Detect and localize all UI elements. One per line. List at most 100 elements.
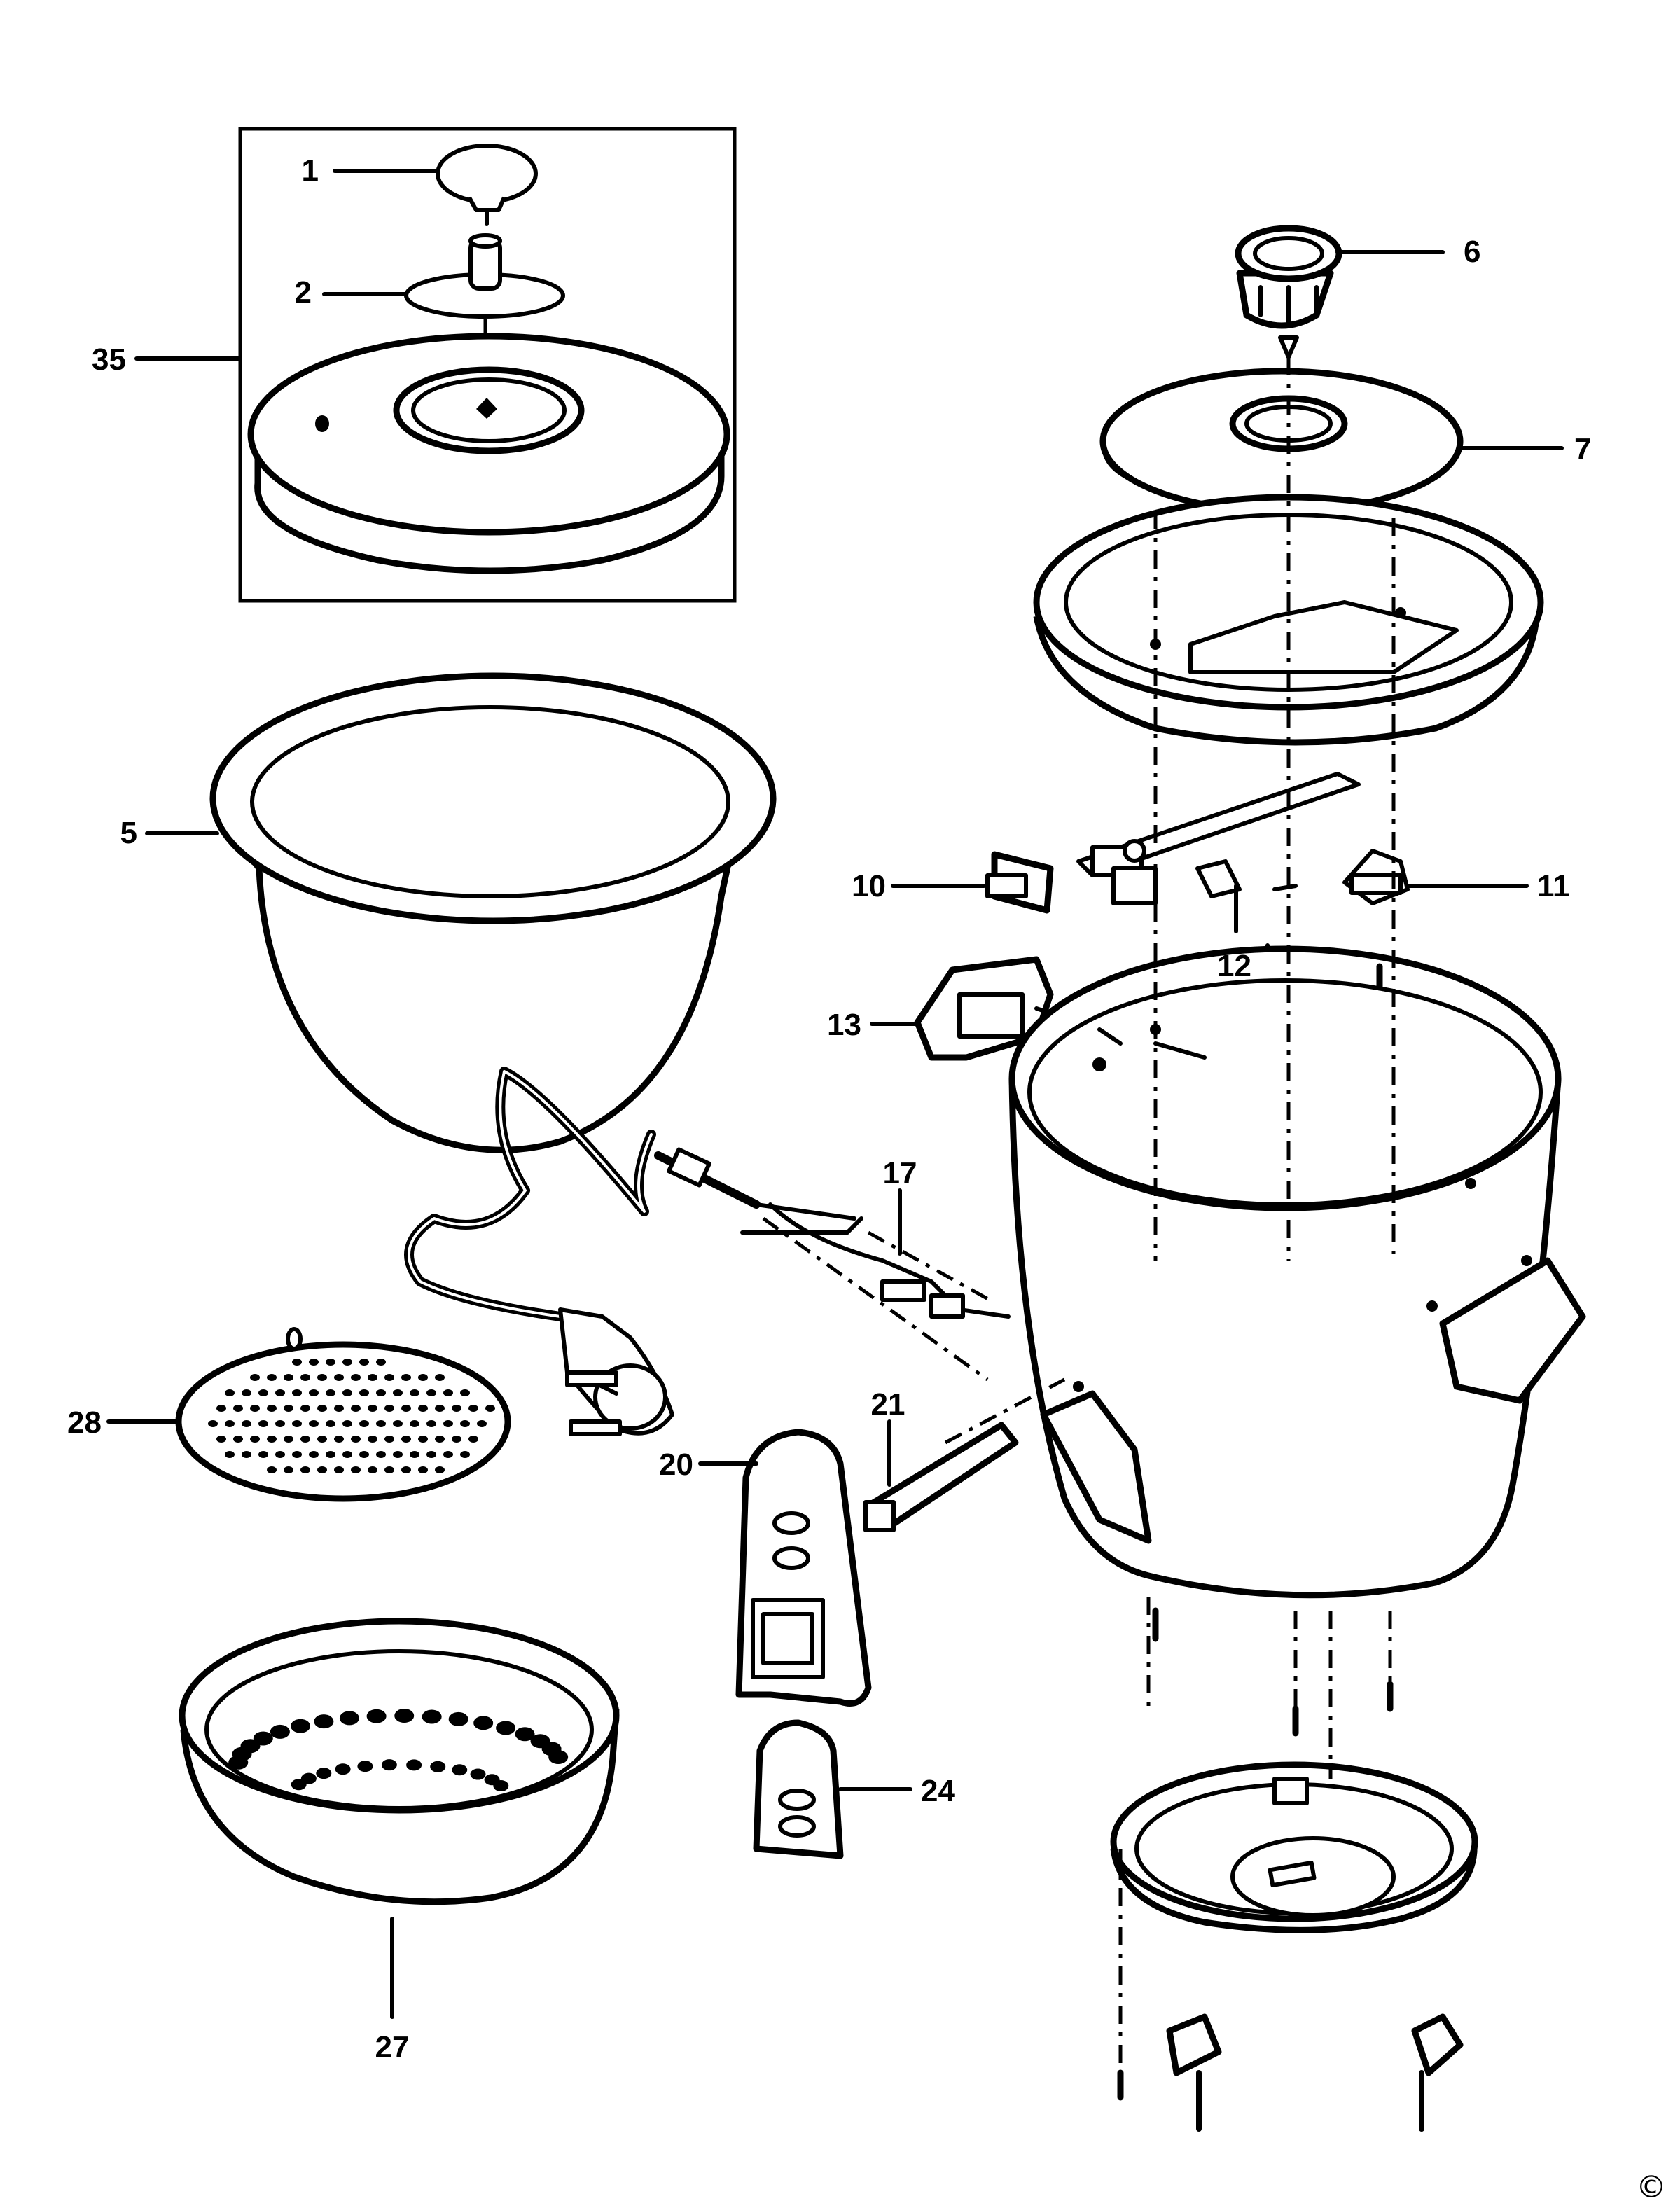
steam-hole bbox=[443, 1420, 453, 1427]
steam-hole bbox=[368, 1466, 377, 1473]
bracket-part-12 bbox=[1195, 859, 1298, 898]
label-35: 35 bbox=[92, 342, 126, 377]
label-6: 6 bbox=[1464, 235, 1480, 269]
basket-hole bbox=[357, 1761, 373, 1772]
basket-hole bbox=[473, 1716, 494, 1730]
steam-hole bbox=[225, 1389, 235, 1396]
lid-knob bbox=[436, 144, 538, 226]
steam-hole bbox=[309, 1389, 319, 1396]
steam-hole bbox=[317, 1436, 327, 1443]
basket-hole bbox=[470, 1768, 486, 1780]
steam-hole bbox=[292, 1420, 302, 1427]
basket-hole bbox=[228, 1755, 249, 1770]
steam-hole bbox=[300, 1466, 310, 1473]
steam-hole bbox=[300, 1374, 310, 1381]
steam-hole bbox=[410, 1451, 419, 1458]
label-7: 7 bbox=[1574, 432, 1591, 466]
label-17: 17 bbox=[883, 1156, 917, 1190]
power-cord bbox=[404, 1067, 856, 1321]
label-11: 11 bbox=[1537, 869, 1570, 903]
steam-hole bbox=[342, 1451, 352, 1458]
steam-hole bbox=[410, 1420, 419, 1427]
steam-hole bbox=[368, 1374, 377, 1381]
steam-hole bbox=[376, 1420, 386, 1427]
steam-hole bbox=[250, 1436, 260, 1443]
steam-hole bbox=[368, 1405, 377, 1412]
steam-hole bbox=[317, 1374, 327, 1381]
steam-hole bbox=[477, 1420, 487, 1427]
steam-hole bbox=[242, 1389, 251, 1396]
label-12: 12 bbox=[1217, 949, 1251, 983]
steam-hole bbox=[384, 1405, 394, 1412]
label-5: 5 bbox=[120, 816, 137, 850]
steam-plate bbox=[175, 1327, 511, 1502]
steam-hole bbox=[359, 1389, 369, 1396]
steam-hole bbox=[267, 1405, 277, 1412]
steam-hole bbox=[292, 1389, 302, 1396]
basket-hole bbox=[422, 1709, 442, 1724]
steam-hole bbox=[410, 1389, 419, 1396]
steam-hole bbox=[443, 1389, 453, 1396]
label-24: 24 bbox=[921, 1774, 955, 1808]
basket-hole bbox=[270, 1724, 290, 1739]
steam-hole bbox=[292, 1451, 302, 1458]
steam-hole bbox=[309, 1420, 319, 1427]
label-10: 10 bbox=[852, 869, 886, 903]
steam-hole bbox=[225, 1420, 235, 1427]
lid-assembly-box bbox=[238, 127, 737, 603]
foot-right bbox=[1411, 2013, 1464, 2132]
steam-hole bbox=[393, 1451, 403, 1458]
steam-hole bbox=[275, 1420, 285, 1427]
basket-hole bbox=[366, 1709, 387, 1723]
steam-hole bbox=[342, 1420, 352, 1427]
steam-hole bbox=[435, 1466, 445, 1473]
steam-hole bbox=[275, 1389, 285, 1396]
steam-hole bbox=[334, 1405, 344, 1412]
label-28: 28 bbox=[67, 1405, 102, 1440]
basket-hole bbox=[448, 1711, 468, 1726]
steam-hole bbox=[426, 1420, 436, 1427]
steam-hole bbox=[351, 1374, 361, 1381]
label-21: 21 bbox=[871, 1387, 905, 1422]
basket-hole bbox=[291, 1719, 311, 1733]
top-cover-cap bbox=[1235, 225, 1342, 359]
steam-hole bbox=[267, 1374, 277, 1381]
control-panel bbox=[735, 1429, 872, 1707]
basket-hole bbox=[530, 1734, 550, 1749]
steam-hole bbox=[401, 1436, 411, 1443]
steam-hole bbox=[452, 1436, 461, 1443]
steam-hole bbox=[359, 1359, 369, 1366]
steam-hole bbox=[418, 1374, 428, 1381]
steam-hole bbox=[401, 1374, 411, 1381]
outer-lid bbox=[247, 333, 730, 574]
basket-hole bbox=[339, 1711, 359, 1726]
label-13: 13 bbox=[827, 1008, 861, 1042]
steam-hole bbox=[443, 1451, 453, 1458]
steam-hole bbox=[242, 1451, 251, 1458]
steam-hole bbox=[401, 1466, 411, 1473]
steam-hole bbox=[284, 1466, 293, 1473]
main-body bbox=[1008, 945, 1586, 1599]
steam-hole bbox=[376, 1451, 386, 1458]
steam-hole bbox=[435, 1374, 445, 1381]
steam-hole bbox=[317, 1466, 327, 1473]
steam-hole bbox=[351, 1436, 361, 1443]
steam-hole bbox=[393, 1420, 403, 1427]
steam-hole bbox=[275, 1451, 285, 1458]
steam-hole bbox=[326, 1420, 335, 1427]
steam-hole bbox=[208, 1420, 218, 1427]
switch-lever bbox=[863, 1422, 1019, 1532]
basket-hole bbox=[381, 1759, 397, 1771]
steam-hole bbox=[233, 1436, 243, 1443]
label-27: 27 bbox=[375, 2030, 410, 2064]
steam-hole bbox=[426, 1451, 436, 1458]
steam-hole bbox=[393, 1389, 403, 1396]
steam-hole bbox=[267, 1466, 277, 1473]
steam-hole bbox=[468, 1436, 478, 1443]
steam-hole bbox=[258, 1389, 268, 1396]
steam-hole bbox=[435, 1436, 445, 1443]
steam-hole bbox=[225, 1451, 235, 1458]
label-2: 2 bbox=[295, 275, 312, 310]
steam-hole bbox=[460, 1451, 470, 1458]
basket-hole bbox=[406, 1759, 422, 1771]
